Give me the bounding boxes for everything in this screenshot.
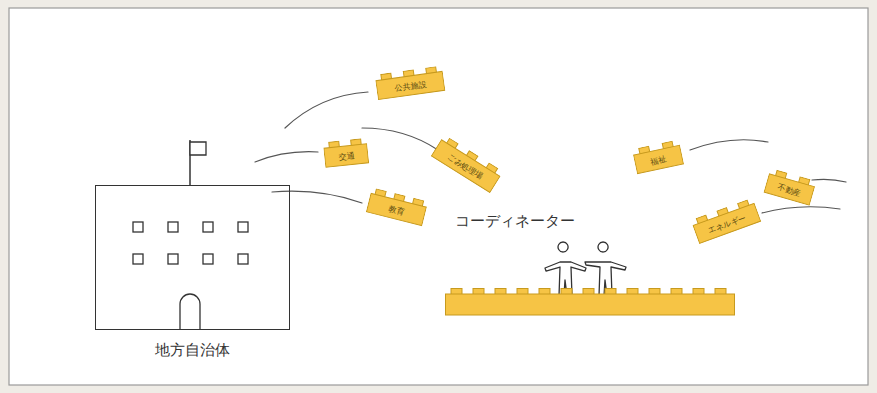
window bbox=[133, 254, 143, 264]
person-figure bbox=[545, 242, 586, 296]
panel-frame bbox=[9, 8, 868, 385]
motion-line bbox=[690, 140, 768, 150]
window bbox=[168, 254, 178, 264]
building-node: 地方自治体 bbox=[95, 185, 290, 330]
motion-line bbox=[272, 191, 362, 203]
window bbox=[238, 222, 248, 232]
motion-lines bbox=[255, 92, 846, 213]
lego-brick: 交通 bbox=[323, 138, 369, 168]
motion-line bbox=[812, 179, 846, 182]
window bbox=[238, 254, 248, 264]
plate-shape bbox=[445, 288, 735, 316]
node-label: 地方自治体 bbox=[36, 341, 349, 360]
flag bbox=[190, 142, 206, 155]
building-windows bbox=[133, 222, 248, 264]
motion-line bbox=[362, 128, 438, 150]
window bbox=[203, 222, 213, 232]
motion-line bbox=[255, 152, 318, 162]
person-figure bbox=[585, 242, 626, 296]
window bbox=[168, 222, 178, 232]
base-plate: コーディネーター bbox=[445, 288, 735, 316]
building-door bbox=[180, 294, 200, 330]
motion-line bbox=[762, 207, 840, 213]
window bbox=[203, 254, 213, 264]
node-label: コーディネーター bbox=[445, 212, 585, 231]
plate-body bbox=[446, 294, 735, 315]
motion-line bbox=[285, 92, 368, 128]
coordinator-figures bbox=[545, 242, 626, 296]
window bbox=[133, 222, 143, 232]
